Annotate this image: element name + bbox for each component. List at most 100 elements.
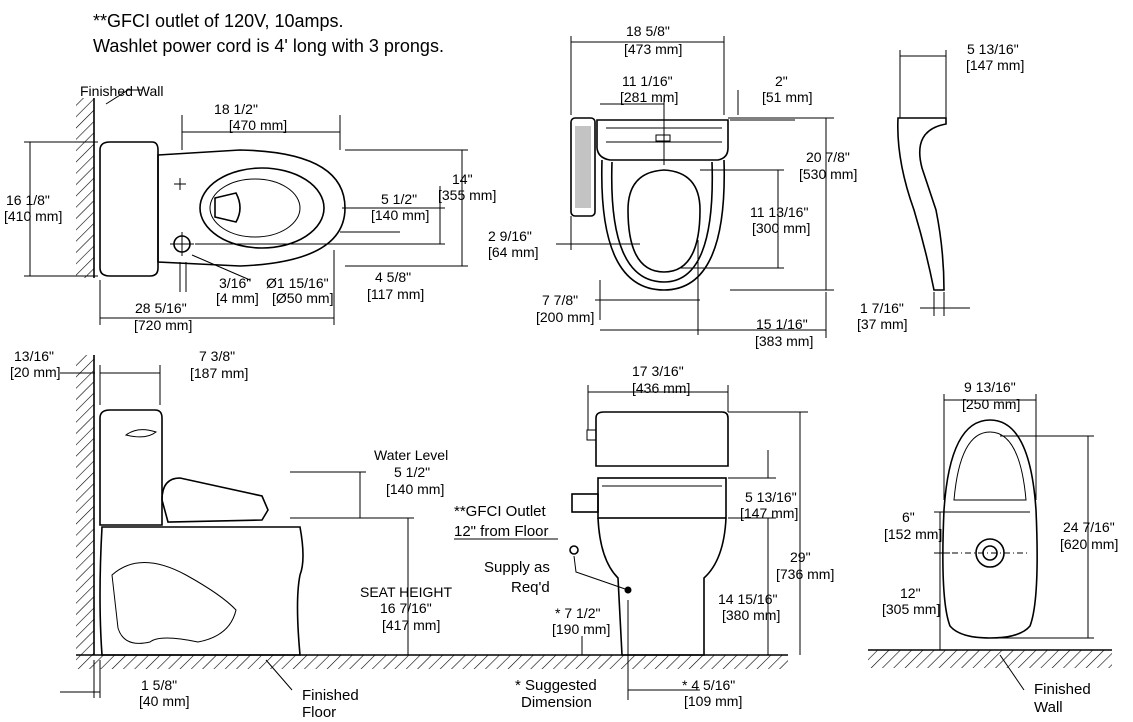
bowl-footprint	[942, 419, 1038, 639]
bowl-outer-plan	[157, 149, 346, 267]
dim-15-1-16: 15 1/16"	[756, 316, 808, 332]
dim-64mm: [64 mm]	[488, 244, 539, 260]
dim-2: 2"	[775, 73, 788, 89]
flush-lever	[124, 429, 158, 438]
dim-4mm: [4 mm]	[216, 290, 259, 306]
dim-14-15-16: 14 15/16"	[718, 591, 777, 607]
dim-9-13-16: 9 13/16"	[964, 379, 1016, 395]
dim-5-1-2-top: 5 1/2"	[381, 191, 417, 207]
dim-20-7-8: 20 7/8"	[806, 149, 850, 165]
suggested-label-2: Dimension	[521, 694, 592, 711]
dim-16-7-16: 16 7/16"	[380, 600, 432, 616]
dim-7-7-8: 7 7/8"	[542, 292, 578, 308]
washlet-seat-side	[161, 477, 269, 523]
dim-37mm: [37 mm]	[857, 316, 908, 332]
dim-530mm: [530 mm]	[799, 166, 857, 182]
dim-200mm: [200 mm]	[536, 309, 594, 325]
dim-140mm-top: [140 mm]	[371, 207, 429, 223]
finished-floor-label-2: Floor	[302, 704, 336, 721]
supply-label-2: Req'd	[511, 579, 550, 596]
dim-5-13-16-front: 5 13/16"	[745, 489, 797, 505]
dim-7-1-2: * 7 1/2"	[555, 605, 600, 621]
dim-470mm: [470 mm]	[229, 117, 287, 133]
dim-190mm: [190 mm]	[552, 621, 610, 637]
dim-147mm-front: [147 mm]	[740, 505, 798, 521]
dim-28-5-16: 28 5/16"	[135, 300, 187, 316]
dim-152mm: [152 mm]	[884, 526, 942, 542]
note-line-1: **GFCI outlet of 120V, 10amps.	[93, 11, 343, 31]
dim-20mm: [20 mm]	[10, 364, 61, 380]
dim-147mm-remote: [147 mm]	[966, 57, 1024, 73]
remote-bracket-profile	[897, 117, 947, 291]
gfci-outlet	[571, 493, 599, 513]
finished-wall-label: Finished Wall	[80, 83, 164, 99]
dim-250mm: [250 mm]	[962, 396, 1020, 412]
seat-lid-inner	[610, 161, 714, 283]
dim-11-13-16: 11 13/16"	[750, 204, 808, 220]
dim-281mm: [281 mm]	[620, 89, 678, 105]
dim-380mm: [380 mm]	[722, 607, 780, 623]
dim-4-5-8: 4 5/8"	[375, 269, 411, 285]
gfci-outlet-label-1: **GFCI Outlet	[454, 503, 547, 520]
side-elevation-view: 13/16" [20 mm] 7 3/8" [187 mm] Water Lev…	[10, 348, 788, 721]
dim-24-7-16: 24 7/16"	[1063, 519, 1115, 535]
dim-117mm: [117 mm]	[367, 286, 424, 302]
dim-13-16: 13/16"	[14, 348, 54, 364]
notes: **GFCI outlet of 120V, 10amps. Washlet p…	[93, 11, 444, 56]
dim-417mm: [417 mm]	[382, 617, 440, 633]
dim-18-5-8: 18 5/8"	[626, 23, 670, 39]
dim-16-1-8: 16 1/8"	[6, 192, 50, 208]
bowl-front	[597, 517, 727, 656]
dim-14: 14"	[452, 171, 473, 187]
dim-4-5-16: * 4 5/16"	[682, 677, 735, 693]
side-control-panel	[570, 117, 596, 217]
dim-300mm: [300 mm]	[752, 220, 810, 236]
seat-lid-outer	[600, 159, 726, 291]
dim-736mm: [736 mm]	[776, 566, 834, 582]
supply-valve	[569, 545, 579, 555]
dim-12: 12"	[900, 585, 921, 601]
top-plan-view: Finished Wall 18 1/2" [470 mm] 16 1/8" […	[4, 83, 496, 333]
seat-height-label: SEAT HEIGHT	[360, 584, 453, 600]
dim-187mm: [187 mm]	[190, 365, 248, 381]
dim-410mm: [410 mm]	[4, 208, 62, 224]
dim-diameter: Ø1 15/16"	[266, 275, 329, 291]
side-floor-hatch	[76, 655, 788, 669]
trapway-side	[111, 562, 237, 644]
dim-18-1-2: 18 1/2"	[214, 101, 258, 117]
control-buttons	[575, 126, 591, 208]
dim-383mm: [383 mm]	[755, 333, 813, 349]
wall-hatch	[76, 98, 94, 278]
dim-720mm: [720 mm]	[134, 317, 192, 333]
water-level-label: Water Level	[374, 447, 448, 463]
finished-wall-label-1: Finished	[1034, 681, 1091, 698]
dim-29: 29"	[790, 549, 811, 565]
seat-opening	[627, 169, 701, 273]
dim-1-7-16: 1 7/16"	[860, 300, 904, 316]
bowl-rim-footprint	[953, 431, 1027, 501]
back-wall-hatch	[868, 650, 1112, 668]
tank-plan	[99, 141, 159, 277]
seat-housing	[596, 119, 729, 161]
finished-wall-label-2: Wall	[1034, 699, 1063, 716]
note-line-2: Washlet power cord is 4' long with 3 pro…	[93, 36, 444, 56]
side-wall-hatch	[76, 355, 94, 655]
tank-side	[99, 409, 163, 526]
dim-7-3-8: 7 3/8"	[199, 348, 235, 364]
bowl-side	[99, 526, 304, 656]
dim-17-3-16: 17 3/16"	[632, 363, 684, 379]
bowl-rim-plan	[199, 167, 325, 249]
dim-11-1-16: 11 1/16"	[622, 73, 673, 89]
dim-1-5-8: 1 5/8"	[141, 677, 177, 693]
tank-front	[595, 411, 729, 467]
dim-diameter-mm: [Ø50 mm]	[272, 290, 333, 306]
dim-109mm: [109 mm]	[684, 693, 742, 709]
dim-473mm: [473 mm]	[624, 41, 682, 57]
suggested-label-1: * Suggested	[515, 677, 597, 694]
supply-label-1: Supply as	[484, 559, 550, 576]
dim-51mm: [51 mm]	[762, 89, 813, 105]
finished-floor-label-1: Finished	[302, 687, 359, 704]
dim-305mm: [305 mm]	[882, 601, 940, 617]
footprint-view: 9 13/16" [250 mm] 6" [152 mm] 24 7/16" […	[868, 379, 1118, 716]
dim-355mm: [355 mm]	[438, 187, 496, 203]
